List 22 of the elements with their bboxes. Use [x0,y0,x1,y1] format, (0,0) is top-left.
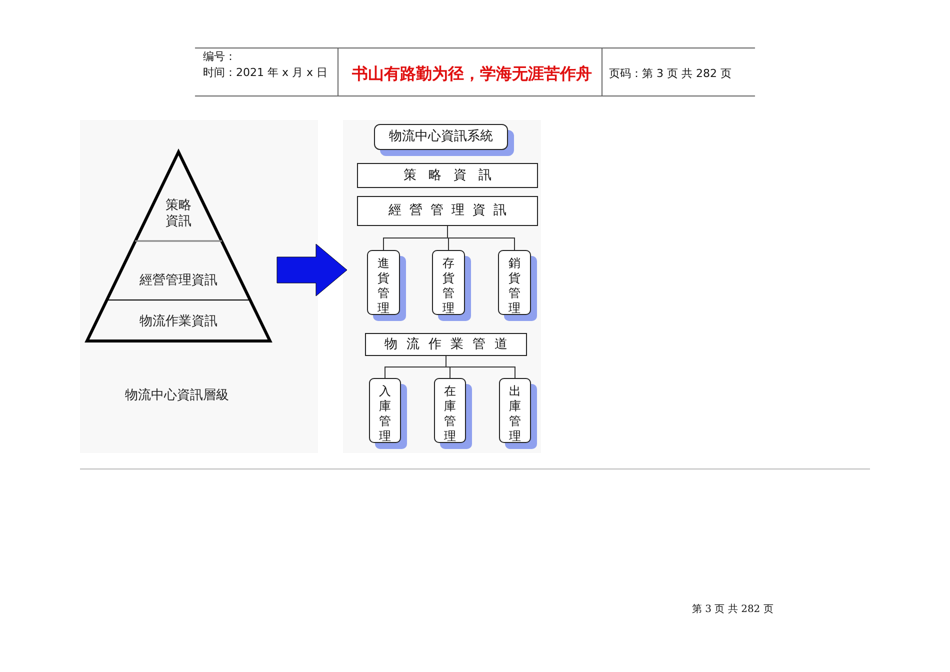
pyramid-level: 經營管理資訊 [85,241,272,300]
process-box: 經營管理資訊 [357,196,538,226]
pyramid-level: 策略資訊 [85,150,272,241]
page-number: 页码：第 3 页 共 282 页 [609,66,732,81]
process-box: 出庫管理 [499,378,531,443]
process-box: 物流作業管道 [365,333,527,356]
pyramid-diagram [85,150,272,342]
process-box: 存貨管理 [432,250,465,315]
process-box: 物流中心資訊系統 [374,124,508,150]
field-label: 编号： [203,49,236,64]
process-box: 入庫管理 [369,378,401,443]
process-box: 進貨管理 [367,250,400,315]
motto-text: 书山有路勤为径，学海无涯苦作舟 [352,64,592,85]
date-text: 时间：2021 年 x 月 x 日 [203,65,328,80]
process-box: 在庫管理 [434,378,466,443]
caption-text: 物流中心資訊層級 [125,387,229,404]
process-box: 銷貨管理 [498,250,531,315]
connector-line [447,226,515,250]
process-box: 策略資訊 [357,163,538,188]
page-number: 第 3 页 共 282 页 [692,602,774,616]
pyramid-level: 物流作業資訊 [85,300,272,342]
connector-line [446,356,516,378]
